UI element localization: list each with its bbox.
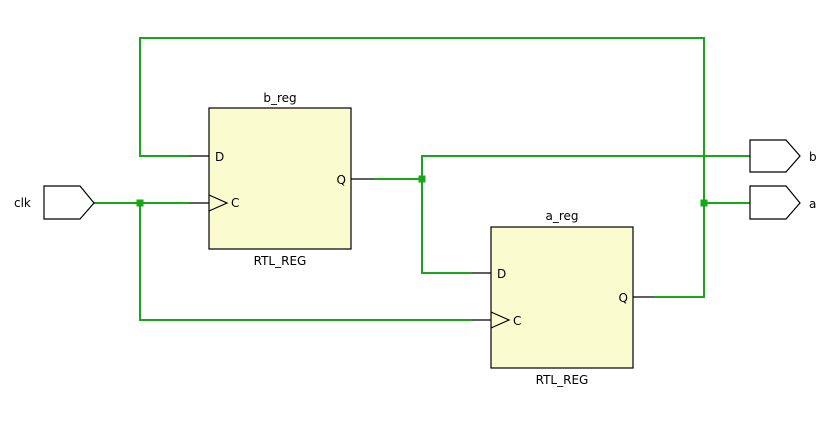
a-reg-name-label: a_reg xyxy=(545,209,578,223)
b-reg-q-pin-label: Q xyxy=(337,173,346,187)
a-reg-d-pin-label: D xyxy=(497,267,506,281)
a-reg-d-net[interactable] xyxy=(421,179,472,274)
clk-input-port[interactable]: clk xyxy=(14,185,95,220)
a-reg-c-pin-label: C xyxy=(513,314,521,328)
clk-port-icon xyxy=(43,185,95,220)
a-reg-type-label: RTL_REG xyxy=(536,373,589,387)
a-port-icon xyxy=(749,185,801,220)
b-reg-cell[interactable]: b_reg D C Q RTL_REG xyxy=(189,91,374,268)
a-reg-q-net[interactable] xyxy=(654,203,705,298)
b-reg-c-pin-label: C xyxy=(231,196,239,210)
a-output-port[interactable]: a xyxy=(749,185,816,220)
b-reg-name-label: b_reg xyxy=(263,91,296,105)
b-port-icon xyxy=(749,139,801,173)
clk-net-to-a-reg[interactable] xyxy=(139,203,472,321)
a-reg-clock-triangle-icon xyxy=(490,311,511,329)
clk-port-label: clk xyxy=(14,196,31,210)
b-reg-body xyxy=(208,107,352,250)
b-net-junction xyxy=(418,175,426,183)
a-reg-cell[interactable]: a_reg D C Q RTL_REG xyxy=(472,209,654,387)
feedback-net[interactable] xyxy=(139,37,705,203)
a-net-junction xyxy=(700,199,708,207)
a-reg-q-pin-label: Q xyxy=(619,291,628,305)
b-output-net[interactable] xyxy=(421,155,750,179)
clk-net-junction xyxy=(136,199,144,207)
b-output-port[interactable]: b xyxy=(749,139,817,173)
b-port-label: b xyxy=(809,150,817,164)
a-reg-body xyxy=(490,226,634,369)
b-reg-d-pin-label: D xyxy=(215,150,224,164)
b-reg-clock-triangle-icon xyxy=(208,194,229,212)
b-reg-type-label: RTL_REG xyxy=(254,254,307,268)
a-port-label: a xyxy=(809,197,816,211)
